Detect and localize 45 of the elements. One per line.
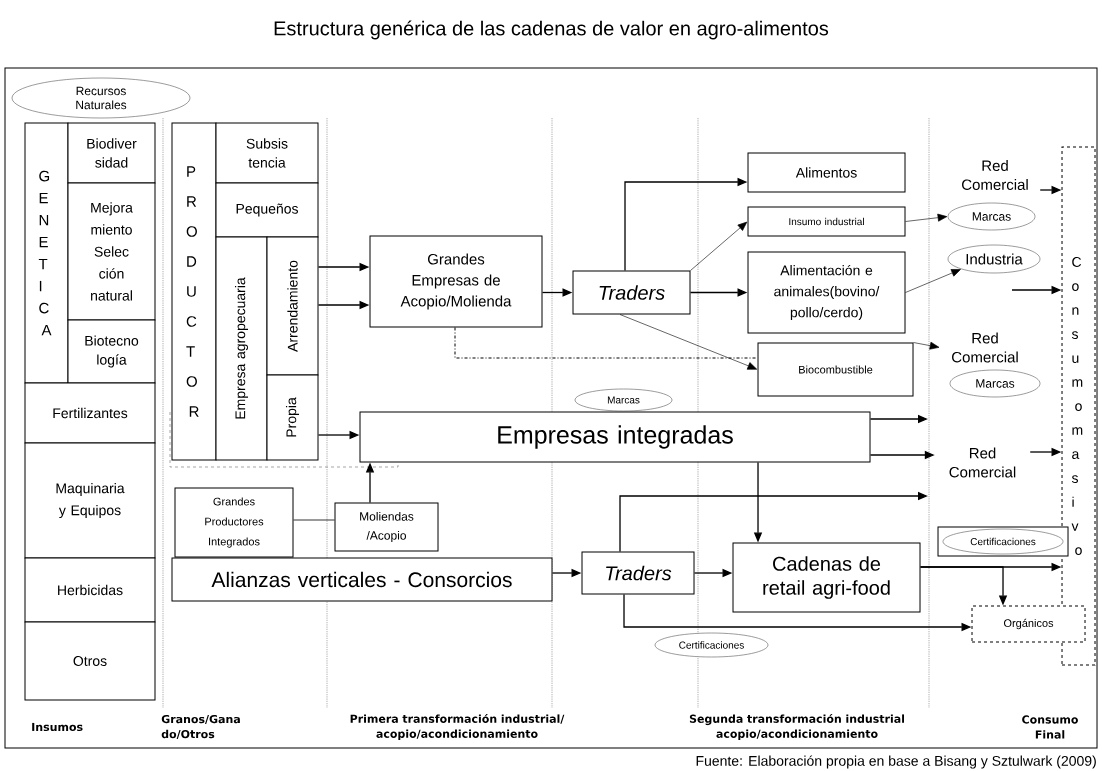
column-label: Primera transformación industrial/ acopio/acondicionamiento	[350, 713, 565, 741]
category-box: Maquinaria y Equipos	[24, 442, 156, 559]
column-label: Granos/Gana do/Otros	[161, 714, 240, 740]
arrow	[690, 221, 748, 271]
dashed-box: Orgánicos	[971, 605, 1086, 643]
column-label: Segunda transformación industrial acopio/acondicionamiento	[689, 713, 904, 741]
category-box: Otros	[24, 621, 156, 701]
text-label: Red Comercial	[950, 150, 1040, 200]
arrow	[905, 213, 948, 222]
oval-label: Recursos Naturales	[11, 77, 191, 119]
process-box: Moliendas /Acopio	[334, 502, 439, 552]
oval-label: Industria	[947, 244, 1041, 274]
arrow	[905, 269, 961, 293]
oval-label: Certificaciones	[654, 632, 769, 658]
process-box: Alimentos	[747, 152, 906, 193]
oval-label: Marcas	[574, 388, 673, 412]
process-box: Traders	[572, 270, 691, 315]
process-box: Alimentación e animales(bovino/ pollo/cerdo)	[747, 251, 906, 334]
process-box: Biocombustible	[757, 342, 914, 397]
arrow	[913, 341, 940, 350]
category-box: Herbicidas	[24, 557, 156, 623]
text-label: Red Comercial	[940, 325, 1030, 370]
column-label: Insumos	[32, 722, 83, 732]
source-note: Fuente: Elaboración propia en base a Bisang y Sztulwark (2009)	[696, 755, 1096, 769]
process-box: Grandes Productores Integrados	[174, 487, 294, 558]
category-box: Subsis tencia	[215, 122, 319, 184]
title: Estructura genérica de las cadenas de valor en agro-alimentos	[274, 20, 829, 40]
process-box: Traders	[581, 551, 695, 595]
process-box: Grandes Empresas de Acopio/Molienda	[369, 235, 543, 328]
process-box: Cadenas de retail agri-food	[732, 542, 921, 613]
connector-line	[293, 519, 335, 521]
oval-label: Marcas	[947, 202, 1036, 231]
text-label: Red Comercial	[935, 440, 1030, 485]
oval-label: Certificaciones	[942, 528, 1064, 555]
category-box: Biotecno logía	[67, 319, 156, 384]
connector-line	[454, 327, 758, 359]
category-box: Propia	[266, 374, 319, 461]
category-box: Arrendamiento	[266, 236, 319, 376]
category-box: Pequeños	[215, 182, 319, 238]
oval-label: Marcas	[949, 369, 1041, 398]
category-box: Fertilizantes	[24, 382, 156, 444]
column-label: Consumo Final	[1022, 715, 1078, 739]
process-box: Insumo industrial	[747, 206, 906, 237]
arrow	[619, 314, 758, 370]
category-box: Biodiver sidad	[67, 122, 156, 184]
